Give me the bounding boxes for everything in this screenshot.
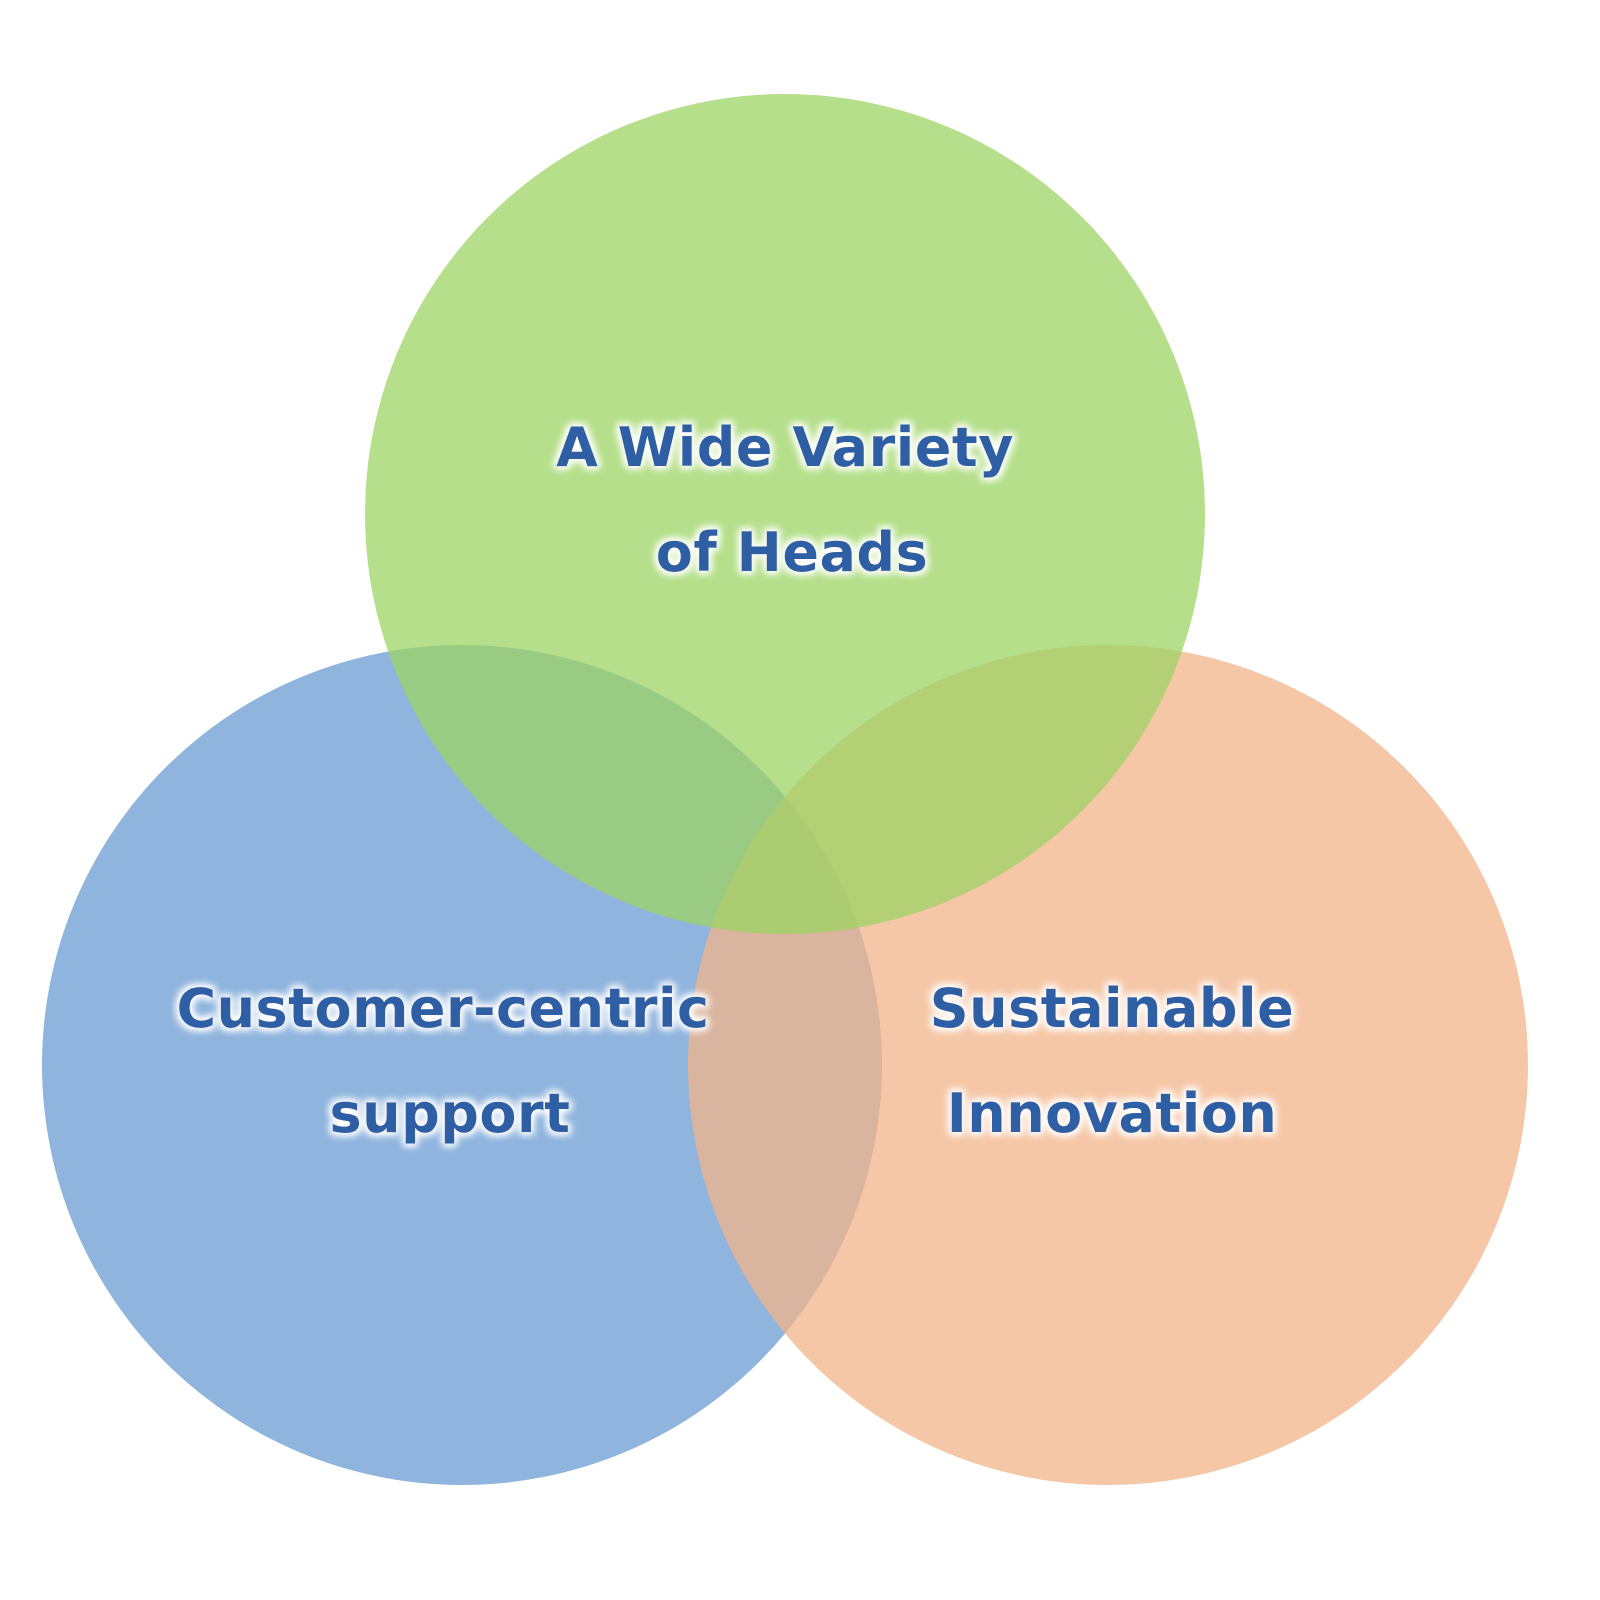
label-wide-variety-of-heads: A Wide Variety of Heads [556,416,1014,584]
label-heads-line2: of Heads [656,521,928,584]
label-support-line2: support [330,1082,571,1145]
label-heads-line1: A Wide Variety [556,416,1014,479]
label-sustainable-innovation: Sustainable Innovation [930,977,1294,1145]
label-customer-centric-support: Customer-centric support [176,977,709,1145]
circle-wide-variety-of-heads [365,94,1205,934]
label-innovation-line2: Innovation [947,1082,1278,1145]
label-innovation-line1: Sustainable [930,977,1294,1040]
label-support-line1: Customer-centric [176,977,709,1040]
